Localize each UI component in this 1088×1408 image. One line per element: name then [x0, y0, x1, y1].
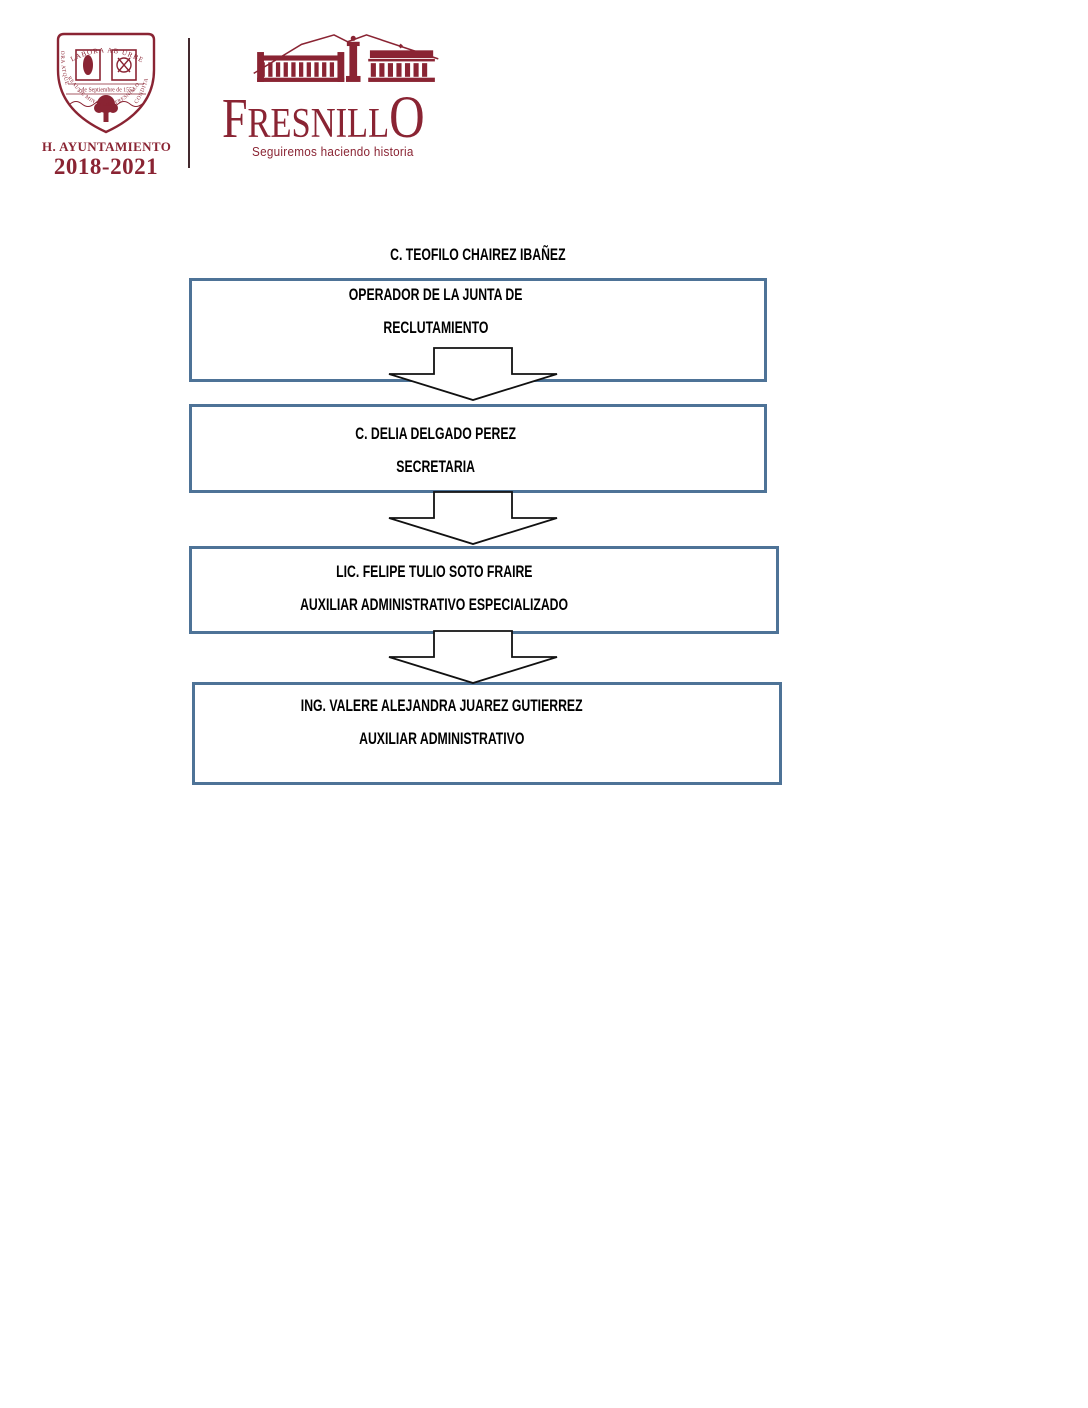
node-line: AUXILIAR ADMINISTRATIVO ESPECIALIZADO	[300, 595, 568, 614]
crest-term: 2018-2021	[53, 154, 159, 179]
city-skyline-icon	[253, 34, 439, 82]
node-line: C. DELIA DELGADO PEREZ	[355, 424, 516, 443]
node-line: SECRETARIA	[396, 457, 475, 476]
svg-text:ORA ATQUE: ORA ATQUE	[59, 51, 70, 86]
crest-shield-icon: LABORA AB URBE ORA ATQUE CONDITA 2 de Se…	[56, 32, 156, 134]
logo-tagline: Seguiremos haciendo historia	[252, 144, 414, 159]
crest-motto-left: ORA ATQUE	[59, 51, 69, 86]
crest-quarter-left	[75, 49, 101, 81]
org-node-auxiliar-especializado: LIC. FELIPE TULIO SOTO FRAIRE AUXILIAR A…	[189, 546, 779, 634]
header-divider	[188, 38, 190, 168]
node-line: ING. VALERE ALEJANDRA JUAREZ GUTIERREZ	[301, 696, 583, 715]
crest-quarter-right	[111, 49, 137, 81]
crest-institution: H. AYUNTAMIENTO	[42, 139, 172, 154]
node-line: AUXILIAR ADMINISTRATIVO	[359, 729, 525, 748]
crest-band-date: 2 de Septiembre de 1554	[77, 88, 135, 94]
org-node-secretaria: C. DELIA DELGADO PEREZ SECRETARIA	[189, 404, 767, 493]
chart-top-label: C. TEOFILO CHAIREZ IBAÑEZ	[390, 245, 566, 264]
wordmark-middle: RESNILL	[247, 101, 390, 147]
node-line: LIC. FELIPE TULIO SOTO FRAIRE	[335, 562, 533, 581]
wordmark-final: O	[389, 84, 425, 150]
municipal-crest: LABORA AB URBE ORA ATQUE CONDITA 2 de Se…	[42, 24, 172, 179]
wordmark-initial: F	[222, 88, 248, 150]
down-arrow-icon	[388, 347, 558, 401]
node-line: OPERADOR DE LA JUNTA DE	[348, 285, 523, 304]
crest-tree-icon	[97, 95, 115, 113]
down-arrow-icon	[388, 630, 558, 684]
node-line: RECLUTAMIENTO	[383, 318, 488, 337]
org-node-auxiliar-administrativo: ING. VALERE ALEJANDRA JUAREZ GUTIERREZ A…	[192, 682, 782, 785]
down-arrow-icon	[388, 491, 558, 545]
